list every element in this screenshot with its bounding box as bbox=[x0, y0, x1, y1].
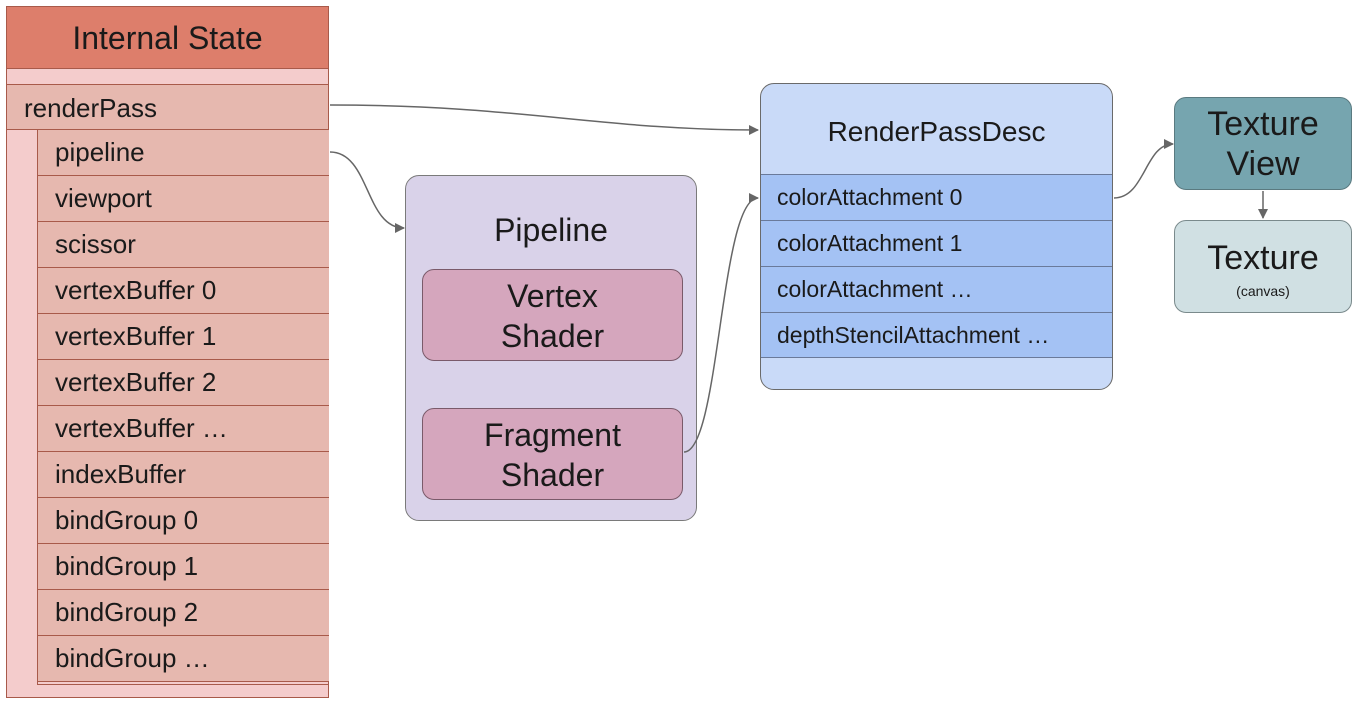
internal-state-list: pipeline viewport scissor vertexBuffer 0… bbox=[37, 130, 329, 685]
fragment-shader-label-line1: Fragment bbox=[484, 417, 621, 453]
texture-label: Texture bbox=[1207, 239, 1319, 277]
state-item-vertex-buffer-more: vertexBuffer … bbox=[38, 406, 329, 452]
state-item-bind-group-more: bindGroup … bbox=[38, 636, 329, 682]
pipeline-box: Pipeline Vertex Shader Fragment Shader bbox=[405, 175, 697, 521]
state-item-bind-group-0: bindGroup 0 bbox=[38, 498, 329, 544]
arrow-renderpass-to-desc bbox=[329, 104, 759, 135]
state-item-vertex-buffer-2: vertexBuffer 2 bbox=[38, 360, 329, 406]
state-item-bind-group-2: bindGroup 2 bbox=[38, 590, 329, 636]
attachment-color-0: colorAttachment 0 bbox=[761, 174, 1112, 220]
fragment-shader-label-line2: Shader bbox=[500, 457, 605, 493]
texture-box: Texture (canvas) bbox=[1174, 220, 1352, 313]
texture-view-label-line2: View bbox=[1226, 145, 1300, 183]
state-item-vertex-buffer-1: vertexBuffer 1 bbox=[38, 314, 329, 360]
attachment-color-more: colorAttachment … bbox=[761, 266, 1112, 312]
vertex-shader-box: Vertex Shader bbox=[422, 269, 683, 361]
texture-sublabel: (canvas) bbox=[1236, 283, 1290, 299]
fragment-shader-box: Fragment Shader bbox=[422, 408, 683, 500]
attachment-list: colorAttachment 0 colorAttachment 1 colo… bbox=[761, 174, 1112, 358]
render-pass-desc-title: RenderPassDesc bbox=[827, 116, 1046, 147]
texture-view-box: Texture View bbox=[1174, 97, 1352, 190]
vertex-shader-label-line1: Vertex bbox=[507, 278, 598, 314]
state-item-vertex-buffer-0: vertexBuffer 0 bbox=[38, 268, 329, 314]
state-item-scissor: scissor bbox=[38, 222, 329, 268]
arrow-color-attachment-to-texture-view bbox=[1113, 139, 1174, 199]
attachment-color-1: colorAttachment 1 bbox=[761, 220, 1112, 266]
state-item-renderpass: renderPass bbox=[7, 84, 328, 130]
arrow-pipeline-to-pipeline-box bbox=[329, 151, 405, 233]
state-item-pipeline: pipeline bbox=[38, 130, 329, 176]
state-item-viewport: viewport bbox=[38, 176, 329, 222]
render-pass-desc-box: RenderPassDesc colorAttachment 0 colorAt… bbox=[760, 83, 1113, 390]
state-item-bind-group-1: bindGroup 1 bbox=[38, 544, 329, 590]
texture-view-label-line1: Texture bbox=[1207, 105, 1319, 143]
state-item-index-buffer: indexBuffer bbox=[38, 452, 329, 498]
attachment-depth-stencil: depthStencilAttachment … bbox=[761, 312, 1112, 358]
internal-state-title: Internal State bbox=[7, 7, 328, 69]
internal-state-panel: Internal State renderPass pipeline viewp… bbox=[6, 6, 329, 698]
vertex-shader-label-line2: Shader bbox=[500, 318, 605, 354]
pipeline-title: Pipeline bbox=[494, 212, 608, 248]
